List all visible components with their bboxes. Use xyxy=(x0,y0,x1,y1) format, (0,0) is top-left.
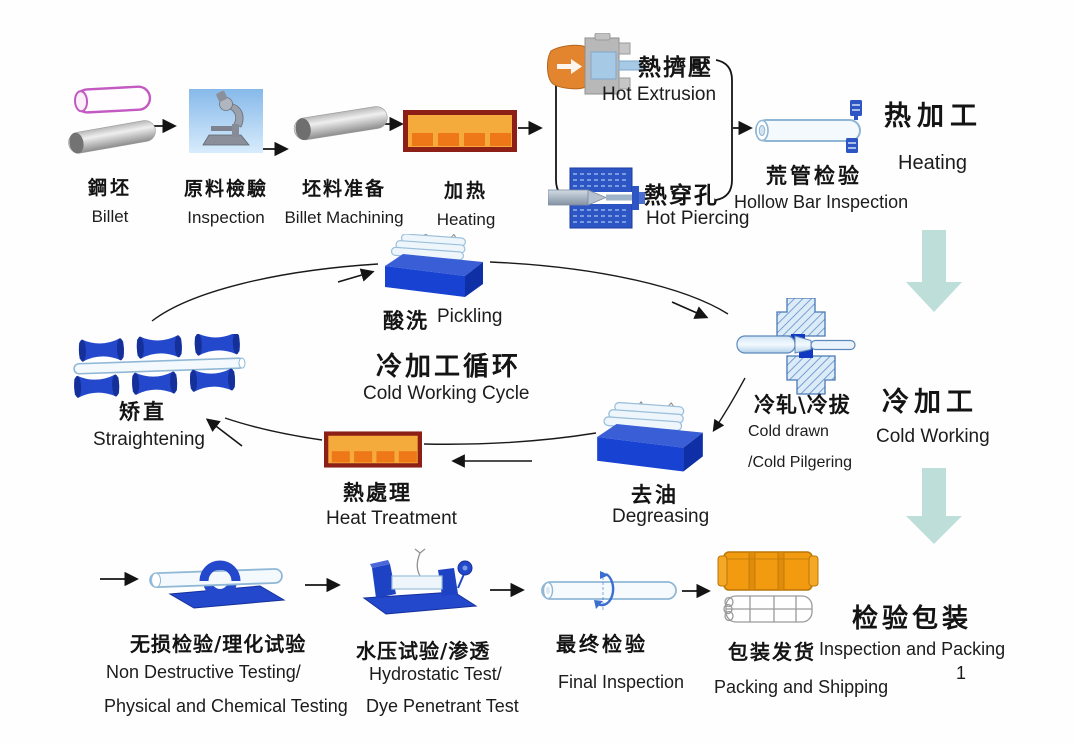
degreasing-tank-icon xyxy=(597,401,703,472)
wireframe-bundle xyxy=(723,595,813,623)
cycle-inner-arrows xyxy=(205,268,709,468)
inspection-label-en: Inspection xyxy=(187,208,265,227)
hot-extrusion-icon xyxy=(547,33,643,95)
hot-extrusion-label-zh: 熱擠壓 xyxy=(638,55,713,81)
billet-label: 鋼坯 Billet xyxy=(60,173,160,227)
billet-tube-outline xyxy=(74,85,152,114)
cold-working-cycle-ellipse xyxy=(151,261,746,445)
final-inspection-label-en: Final Inspection xyxy=(558,672,685,692)
billet-label-en: Billet xyxy=(91,207,129,226)
inspection-label: 原料檢驗 Inspection xyxy=(166,174,286,228)
pickling-label-zh: 酸洗 xyxy=(383,309,429,333)
hot-piercing-icon xyxy=(548,167,645,229)
cycle-title-zh: 冷加工循环 xyxy=(376,352,522,382)
final-inspection-label-zh: 最终检验 xyxy=(556,632,648,656)
cold-working-section-zh: 冷加工 xyxy=(882,387,978,418)
machined-billet-icon xyxy=(293,106,388,141)
hot-to-cold-down-arrow-icon xyxy=(906,230,962,312)
ndt-label-zh: 无损检验/理化试验 xyxy=(130,632,307,656)
ndt-probe-icon xyxy=(149,560,286,609)
pickling-tank-icon xyxy=(385,234,483,297)
cold-to-finish-down-arrow-icon xyxy=(906,468,962,544)
hydrostatic-test-icon xyxy=(362,548,478,615)
billet-label-zh: 鋼坯 xyxy=(87,177,132,199)
heating-label-en: Heating xyxy=(436,210,496,229)
ndt-label-en2: Physical and Chemical Testing xyxy=(104,696,348,716)
heating-furnace-icon xyxy=(403,110,517,152)
packing-bundle-icon xyxy=(717,551,819,623)
hollow-bar-icon xyxy=(755,100,862,153)
heat-treatment-furnace-icon xyxy=(324,431,422,468)
cycle-title-en: Cold Working Cycle xyxy=(363,383,530,404)
inspection-label-zh: 原料檢驗 xyxy=(183,178,268,200)
ndt-label-en1: Non Destructive Testing/ xyxy=(106,662,301,682)
hydrostatic-label-zh: 水压试验/渗透 xyxy=(356,639,491,663)
hydrostatic-label-en1: Hydrostatic Test/ xyxy=(369,664,502,684)
final-inspection-tube-icon xyxy=(541,571,677,610)
hollow-bar-label-zh: 荒管检验 xyxy=(766,164,862,188)
packing-shipping-label-zh: 包装发货 xyxy=(728,640,816,664)
bottom-row-arrows xyxy=(100,571,711,599)
pickling-label-en: Pickling xyxy=(437,306,503,327)
billet-machining-label: 坯料准备 Billet Machining xyxy=(284,174,404,228)
degreasing-label-en: Degreasing xyxy=(612,506,710,527)
page-number: 1 xyxy=(956,663,967,683)
straightening-label-en: Straightening xyxy=(93,429,205,450)
section-down-arrows xyxy=(906,230,962,544)
hot-extrusion-label-en: Hot Extrusion xyxy=(602,84,717,105)
cold-draw-label-en1: Cold drawn xyxy=(748,423,829,440)
heat-treatment-label-zh: 熱處理 xyxy=(343,481,412,505)
straightening-rollers-icon xyxy=(73,334,246,398)
degreasing-label-zh: 去油 xyxy=(631,483,679,507)
hot-working-section-en: Heating xyxy=(898,152,967,174)
hot-piercing-label-zh: 熱穿孔 xyxy=(644,183,719,209)
billet-machining-label-zh: 坯料准备 xyxy=(301,178,386,200)
cold-working-section-en: Cold Working xyxy=(876,426,990,447)
heating-label-zh: 加热 xyxy=(443,180,488,202)
billet-machining-label-en: Billet Machining xyxy=(284,208,404,227)
cold-draw-die-icon xyxy=(736,298,856,395)
heating-label: 加热 Heating xyxy=(406,176,526,230)
hydrostatic-label-en2: Dye Penetrant Test xyxy=(366,696,519,716)
billet-bar xyxy=(68,120,156,154)
billet-icon xyxy=(68,85,156,154)
cold-draw-label-zh: 冷轧\冷拔 xyxy=(754,393,851,417)
inspection-packing-section-zh: 检验包装 xyxy=(852,604,973,634)
straightening-label-zh: 矫直 xyxy=(119,400,167,424)
inspection-microscope-image xyxy=(189,89,263,153)
packing-shipping-label-en: Packing and Shipping xyxy=(714,677,889,697)
cold-draw-label-en2: /Cold Pilgering xyxy=(748,454,853,471)
hollow-bar-label-en: Hollow Bar Inspection xyxy=(734,192,909,212)
heat-treatment-label-en: Heat Treatment xyxy=(326,508,457,529)
inspection-packing-section-en: Inspection and Packing xyxy=(819,639,1006,659)
hot-piercing-label-en: Hot Piercing xyxy=(646,208,750,229)
inspection-clamp-icons xyxy=(846,100,862,153)
hot-working-section-zh: 热加工 xyxy=(884,101,983,132)
